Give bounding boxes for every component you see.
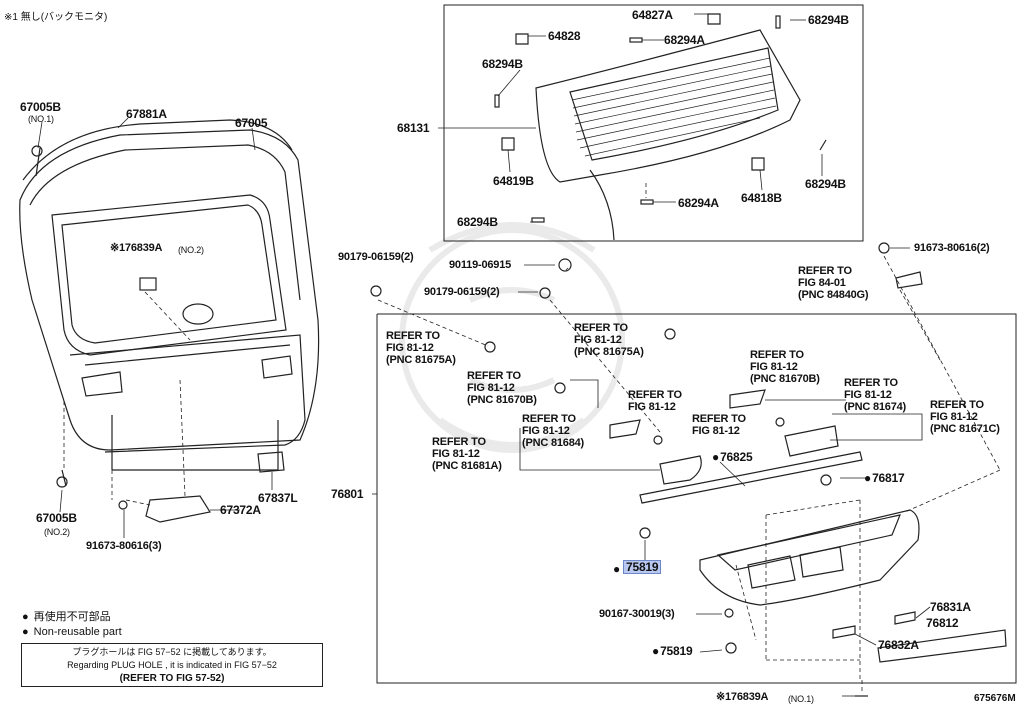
ref-81670B-left[interactable]: REFER TO FIG 81-12 (PNC 81670B) (467, 370, 537, 406)
part-label-76812[interactable]: 76812 (926, 616, 959, 630)
ref-81670B-right[interactable]: REFER TO FIG 81-12 (PNC 81670B) (750, 349, 820, 385)
part-label-76801[interactable]: 76801 (331, 487, 364, 501)
part-label-176839A-no1[interactable]: ※176839A (716, 691, 769, 703)
rear-glass-drawing (494, 13, 827, 272)
part-label-68294B-c[interactable]: 68294B (457, 215, 498, 229)
ref-81681A[interactable]: REFER TO FIG 81-12 (PNC 81681A) (432, 436, 502, 472)
ref-fig-81-12-b[interactable]: REFER TO FIG 81-12 (692, 413, 746, 437)
dashed-guides (63, 183, 1001, 694)
part-label-76831A[interactable]: 76831A (930, 600, 971, 614)
garnish-drawing (370, 242, 1007, 697)
part-label-68294B-b[interactable]: 68294B (482, 57, 523, 71)
part-label-75819-highlighted[interactable]: 75819 (623, 560, 662, 574)
part-label-67837L[interactable]: 67837L (258, 491, 298, 505)
part-label-67881A[interactable]: 67881A (126, 107, 167, 121)
part-label-76825[interactable]: 76825 (712, 451, 753, 463)
part-label-91673-80616-3[interactable]: 91673-80616(3) (86, 540, 162, 552)
note-line-en: Regarding PLUG HOLE , it is indicated in… (67, 660, 277, 670)
part-label-68294B-a[interactable]: 68294B (808, 13, 849, 27)
part-label-75819[interactable]: 75819 (652, 645, 693, 657)
part-sublabel-no2-b: (NO.2) (44, 527, 70, 537)
legend: 再使用不可部品 Non-reusable part (22, 610, 122, 640)
part-label-68131[interactable]: 68131 (397, 121, 430, 135)
part-label-64828[interactable]: 64828 (548, 29, 581, 43)
part-label-64818B[interactable]: 64818B (741, 191, 782, 205)
part-label-64819B[interactable]: 64819B (493, 174, 534, 188)
ref-81684[interactable]: REFER TO FIG 81-12 (PNC 81684) (522, 413, 584, 449)
note-line-ref[interactable]: (REFER TO FIG 57-52) (119, 673, 225, 684)
part-label-90119-06915[interactable]: 90119-06915 (449, 259, 512, 271)
ref-fig-81-12-a[interactable]: REFER TO FIG 81-12 (628, 389, 682, 413)
part-label-67005[interactable]: 67005 (235, 116, 268, 130)
part-label-67372A[interactable]: 67372A (220, 503, 261, 517)
glass-group-frame (443, 4, 864, 242)
ref-81671C[interactable]: REFER TO FIG 81-12 (PNC 81671C) (930, 399, 1000, 435)
part-label-90179-06159-a[interactable]: 90179-06159(2) (338, 251, 414, 263)
header-note: ※1 無し(バックモニタ) (4, 12, 108, 23)
part-label-76817[interactable]: 76817 (864, 472, 905, 484)
part-label-67005B-no1[interactable]: 67005B (20, 100, 61, 114)
part-label-67005B-no2[interactable]: 67005B (36, 511, 77, 525)
plug-hole-note: プラグホールは FIG 57−52 に掲載してあります。 Regarding P… (21, 643, 323, 687)
part-label-90179-06159-b[interactable]: 90179-06159(2) (424, 286, 500, 298)
part-sublabel-no2-a: (NO.2) (178, 245, 204, 255)
leader-lines (37, 13, 931, 697)
ref-81675A-right[interactable]: REFER TO FIG 81-12 (PNC 81675A) (574, 322, 644, 358)
ref-81675A-left[interactable]: REFER TO FIG 81-12 (PNC 81675A) (386, 330, 456, 366)
legend-row-jp: 再使用不可部品 (22, 610, 122, 625)
note-line-jp: プラグホールは FIG 57−52 に掲載してあります。 (72, 647, 272, 657)
watermark-emblem (399, 222, 625, 453)
part-label-76832A[interactable]: 76832A (878, 638, 919, 652)
part-label-68294B-d[interactable]: 68294B (805, 177, 846, 191)
legend-row-en: Non-reusable part (22, 625, 122, 640)
ref-84840G[interactable]: REFER TO FIG 84-01 (PNC 84840G) (798, 265, 869, 301)
garnish-group-frame (376, 313, 1017, 684)
part-label-68294A-b[interactable]: 68294A (678, 196, 719, 210)
non-reusable-dot-75819: ● (613, 562, 621, 576)
part-label-90167-30019-3[interactable]: 90167-30019(3) (599, 608, 675, 620)
part-label-176839A-no2[interactable]: ※176839A (110, 242, 163, 254)
part-sublabel-no1: (NO.1) (28, 114, 54, 124)
part-label-91673-80616-2[interactable]: 91673-80616(2) (914, 242, 990, 254)
ref-81674[interactable]: REFER TO FIG 81-12 (PNC 81674) (844, 377, 906, 413)
part-label-68294A-a[interactable]: 68294A (664, 33, 705, 47)
figure-id: 675676M (974, 693, 1016, 704)
back-door-drawing (19, 119, 320, 523)
part-sublabel-no1-b: (NO.1) (788, 694, 814, 704)
part-label-64827A[interactable]: 64827A (632, 8, 673, 22)
